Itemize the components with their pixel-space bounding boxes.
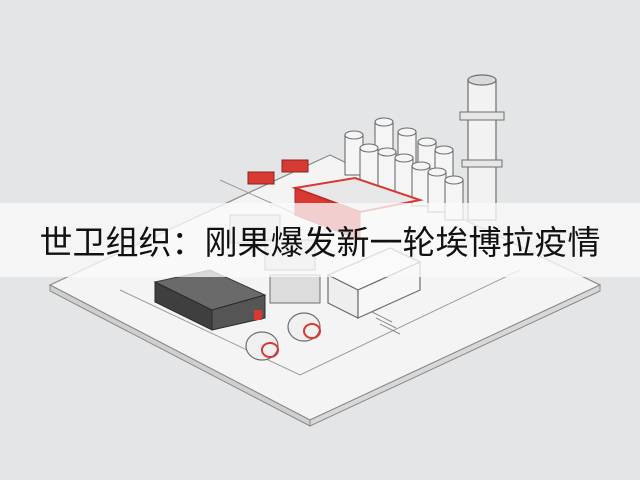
caption-band: 世卫组织：刚果爆发新一轮埃博拉疫情 (0, 203, 640, 277)
trucks (247, 159, 309, 185)
road-line (119, 269, 521, 376)
ground-edge-right (309, 284, 601, 427)
dark-building (153, 269, 267, 331)
storage-tanks (344, 117, 464, 221)
headline-caption: 世卫组织：刚果爆发新一轮埃博拉疫情 (39, 223, 601, 262)
horizontal-tanks (245, 312, 321, 361)
chimney (459, 74, 505, 221)
stairs (371, 311, 401, 335)
